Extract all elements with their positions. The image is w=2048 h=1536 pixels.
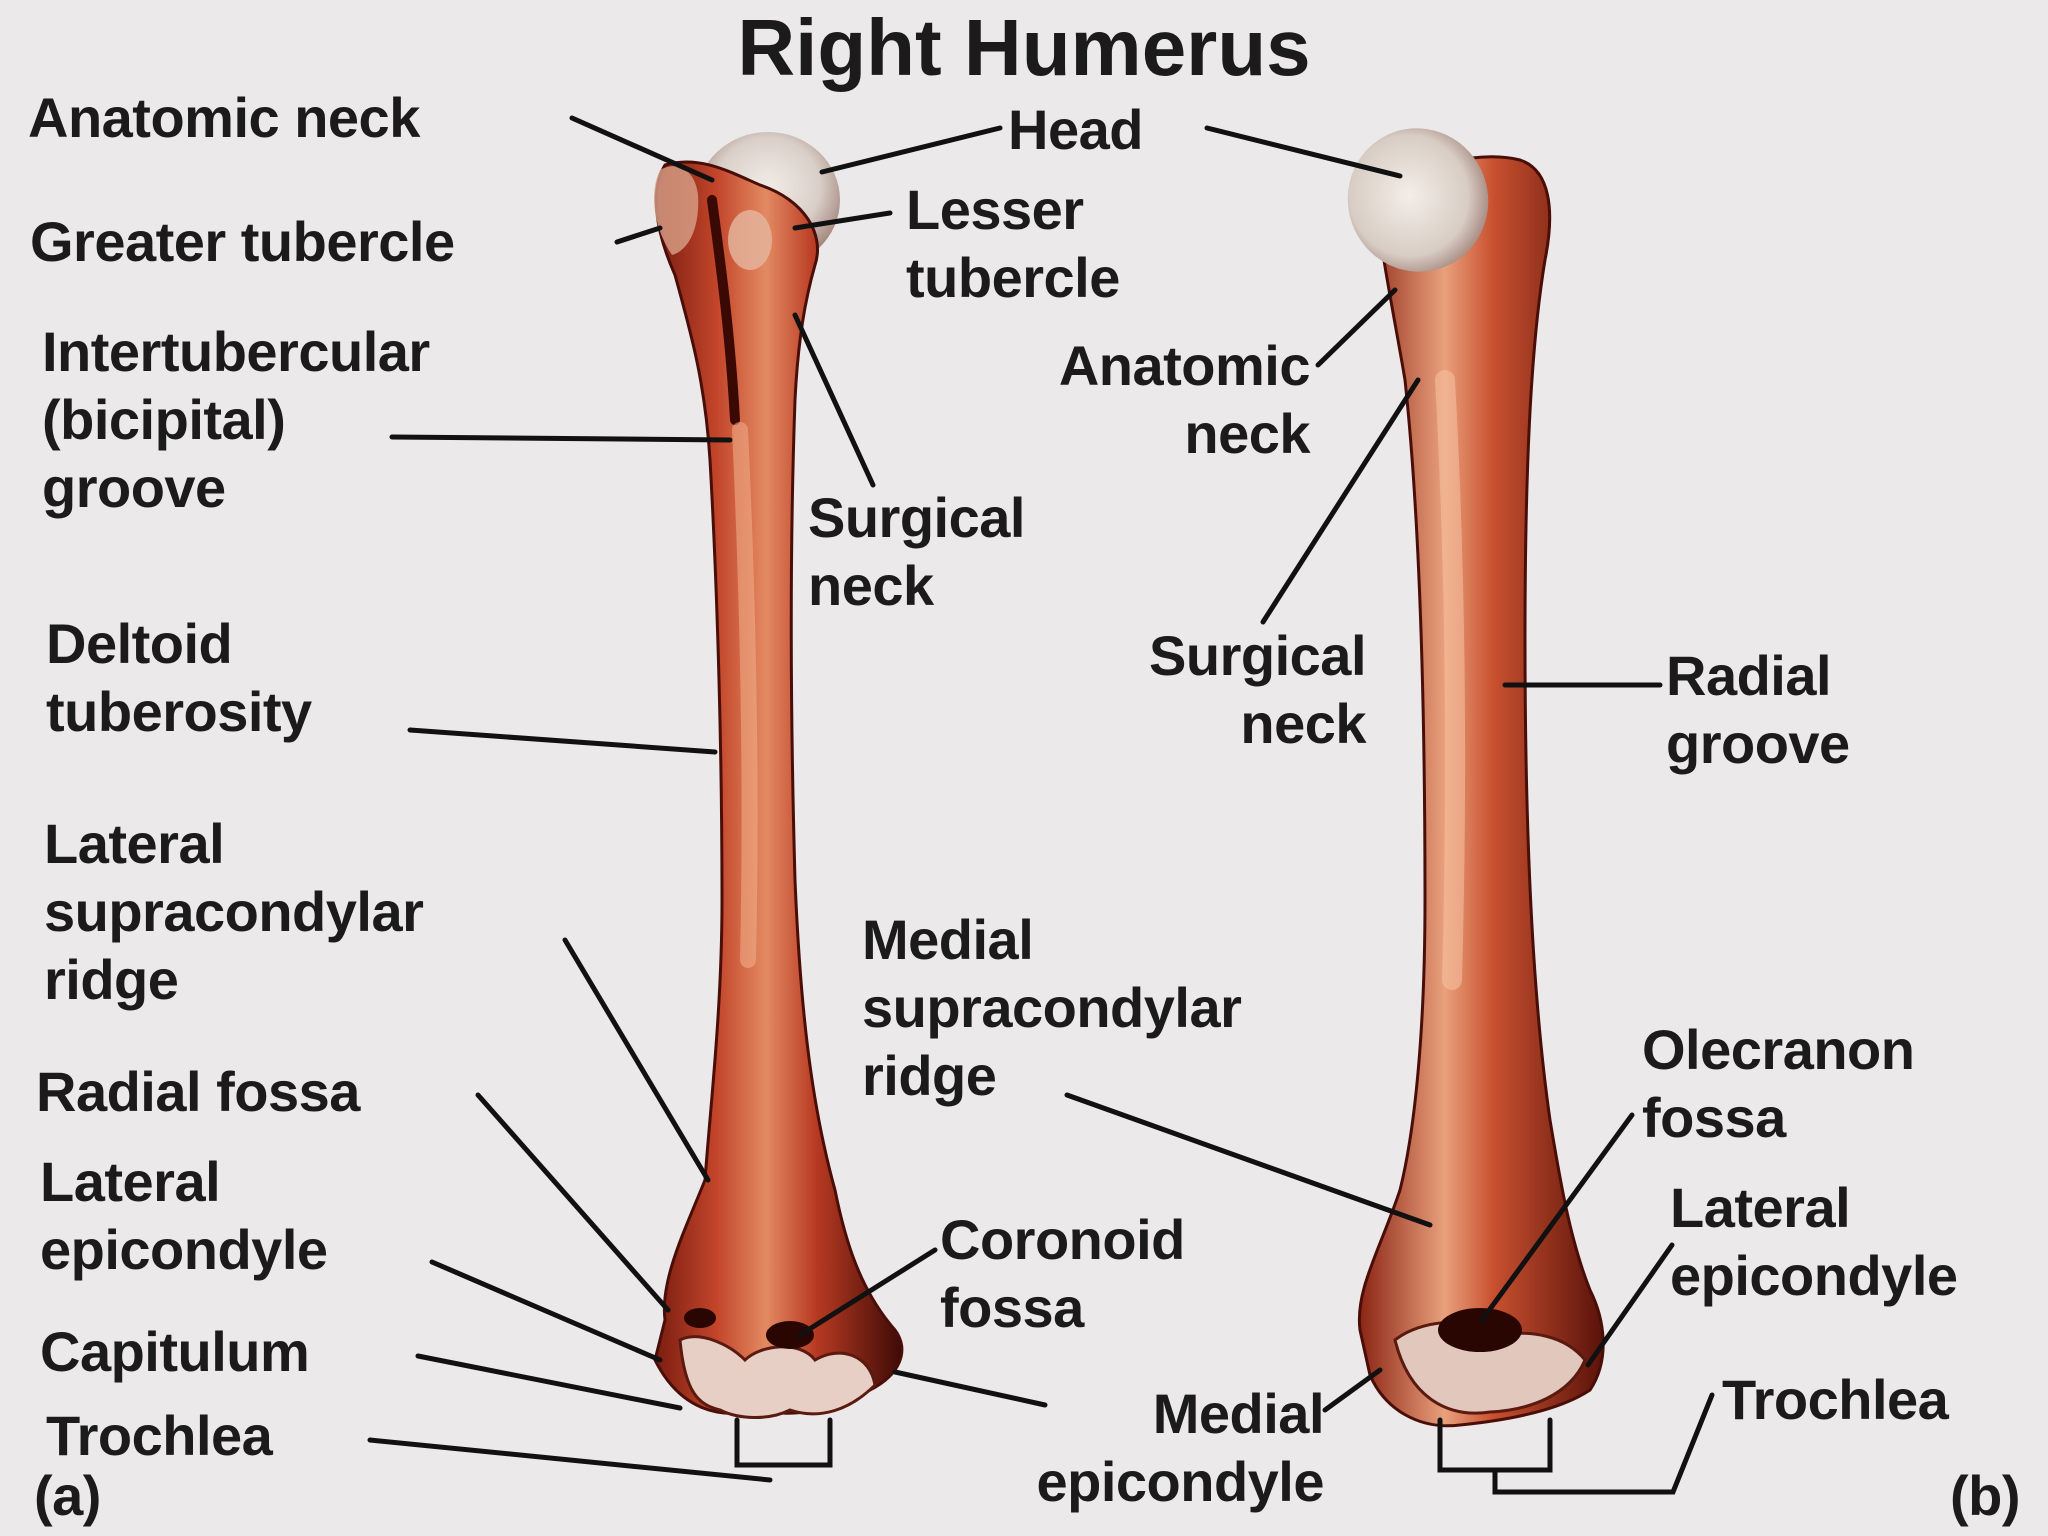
label-line: Anatomic	[1058, 334, 1311, 397]
label-line: neck	[1184, 402, 1310, 465]
label-line: (bicipital)	[42, 388, 286, 451]
anterior-humerus	[653, 132, 904, 1419]
label-lateral-epicondyle-b: Lateral epicondyle	[1670, 1174, 1958, 1310]
lesser-tubercle-shape	[728, 210, 772, 270]
label-head: Head	[1008, 98, 1143, 161]
label-line: Deltoid	[46, 612, 233, 675]
label-line: supracondylar	[862, 976, 1242, 1039]
label-line: epicondyle	[1036, 1450, 1324, 1513]
label-line: ridge	[862, 1044, 997, 1107]
label-anatomic-neck-b: Anatomic neck	[996, 332, 1311, 468]
label-line: Lesser	[906, 178, 1084, 241]
label-line: Lateral	[40, 1150, 221, 1213]
label-surgical-neck-b: Surgical neck	[1060, 622, 1366, 758]
label-line: tubercle	[906, 246, 1120, 309]
anterior-condyles-shape	[678, 1335, 877, 1419]
label-line: Surgical	[808, 486, 1025, 549]
posterior-shaft-highlight	[1435, 370, 1466, 990]
coronoid-fossa-shape	[766, 1321, 814, 1349]
label-line: Olecranon	[1642, 1018, 1915, 1081]
label-greater-tubercle: Greater tubercle	[30, 210, 455, 273]
label-intertubercular-groove: Intertubercular (bicipital) groove	[42, 318, 430, 522]
label-medial-epicondyle: Medial epicondyle	[958, 1380, 1324, 1516]
olecranon-fossa-shape	[1438, 1308, 1522, 1352]
label-capitulum: Capitulum	[40, 1320, 310, 1383]
label-line: neck	[808, 554, 934, 617]
label-deltoid-tuberosity: Deltoid tuberosity	[46, 610, 312, 746]
label-trochlea-a: Trochlea	[46, 1404, 273, 1467]
label-line: supracondylar	[44, 880, 424, 943]
intertubercular-groove-shape	[707, 195, 740, 425]
label-medial-supracondylar-ridge: Medial supracondylar ridge	[862, 906, 1242, 1110]
label-line: Lateral	[1670, 1176, 1851, 1239]
label-line: Surgical	[1149, 624, 1366, 687]
label-surgical-neck-a: Surgical neck	[808, 484, 1025, 620]
label-line: fossa	[940, 1276, 1084, 1339]
label-lateral-supracondylar-ridge: Lateral supracondylar ridge	[44, 810, 424, 1014]
posterior-head-shape	[1347, 128, 1489, 272]
label-line: Coronoid	[940, 1208, 1185, 1271]
label-line: epicondyle	[40, 1218, 328, 1281]
posterior-humerus	[1347, 128, 1605, 1428]
anterior-shaft-highlight	[732, 422, 758, 968]
label-line: Lateral	[44, 812, 225, 875]
label-line: Medial	[862, 908, 1034, 971]
figure-title: Right Humerus	[737, 3, 1311, 92]
label-line: groove	[1666, 712, 1850, 775]
label-lateral-epicondyle-a: Lateral epicondyle	[40, 1148, 328, 1284]
label-line: groove	[42, 456, 226, 519]
label-line: neck	[1240, 692, 1366, 755]
label-line: Medial	[1152, 1382, 1325, 1445]
label-olecranon-fossa: Olecranon fossa	[1642, 1016, 1915, 1152]
panel-label-b: (b)	[1950, 1464, 2021, 1527]
label-line: epicondyle	[1670, 1244, 1958, 1307]
label-line: tuberosity	[46, 680, 312, 743]
radial-fossa-shape	[684, 1308, 716, 1328]
label-anatomic-neck-a: Anatomic neck	[28, 86, 420, 149]
label-radial-fossa: Radial fossa	[36, 1060, 360, 1123]
posterior-bone-shape	[1357, 155, 1605, 1428]
label-line: ridge	[44, 948, 179, 1011]
label-radial-groove: Radial groove	[1666, 642, 1850, 778]
leader-lines	[367, 115, 1715, 1495]
panel-label-a: (a)	[34, 1464, 101, 1527]
label-line: Radial	[1666, 644, 1832, 707]
anterior-bone-shape	[653, 160, 904, 1415]
label-trochlea-b: Trochlea	[1722, 1368, 1949, 1431]
greater-tubercle-shape	[653, 166, 699, 255]
label-lesser-tubercle: Lesser tubercle	[906, 176, 1120, 312]
label-coronoid-fossa: Coronoid fossa	[940, 1206, 1185, 1342]
label-line: fossa	[1642, 1086, 1786, 1149]
label-line: Intertubercular	[42, 320, 430, 383]
